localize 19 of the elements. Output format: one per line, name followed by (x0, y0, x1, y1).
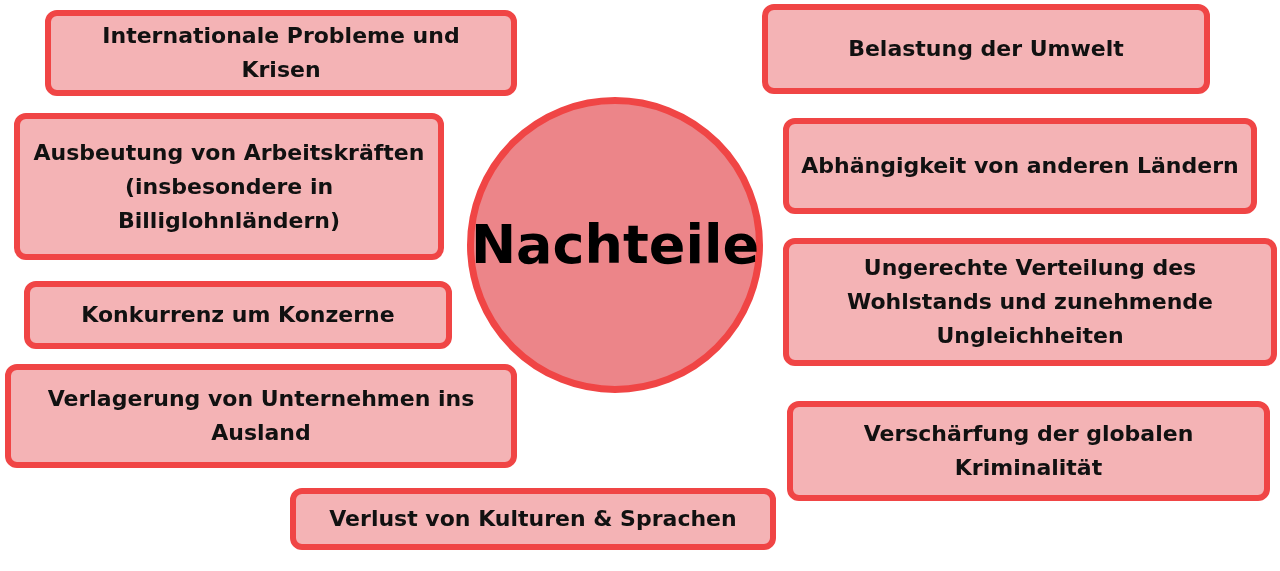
box-text: Konkurrenz um Konzerne (81, 301, 395, 329)
rounded-box (5, 364, 517, 468)
rounded-box (24, 281, 452, 349)
rounded-box (787, 401, 1270, 501)
box-text: Abhängigkeit von anderen Ländern (801, 152, 1239, 180)
rounded-box (783, 118, 1257, 214)
rounded-box (762, 4, 1210, 94)
box-text: Ausbeutung von Arbeitskräften (insbesondere in Billiglohnländern) (32, 138, 426, 235)
box-text: Verlagerung von Unternehmen ins Ausland (46, 385, 476, 447)
circle-title: Nachteile (470, 215, 760, 275)
box-text: Verschärfung der globalen Kriminalität (862, 420, 1195, 482)
box-text: Verlust von Kulturen & Sprachen (329, 505, 737, 533)
box-text: Ungerechte Verteilung des Wohlstands und zunehmende Ungleichheiten (845, 254, 1214, 350)
rounded-box (14, 113, 444, 260)
box-text: Internationale Probleme und Krisen (101, 22, 461, 84)
box-text: Belastung der Umwelt (848, 35, 1124, 63)
rounded-box (783, 238, 1277, 366)
rounded-box (290, 488, 776, 550)
rounded-box (45, 10, 517, 96)
